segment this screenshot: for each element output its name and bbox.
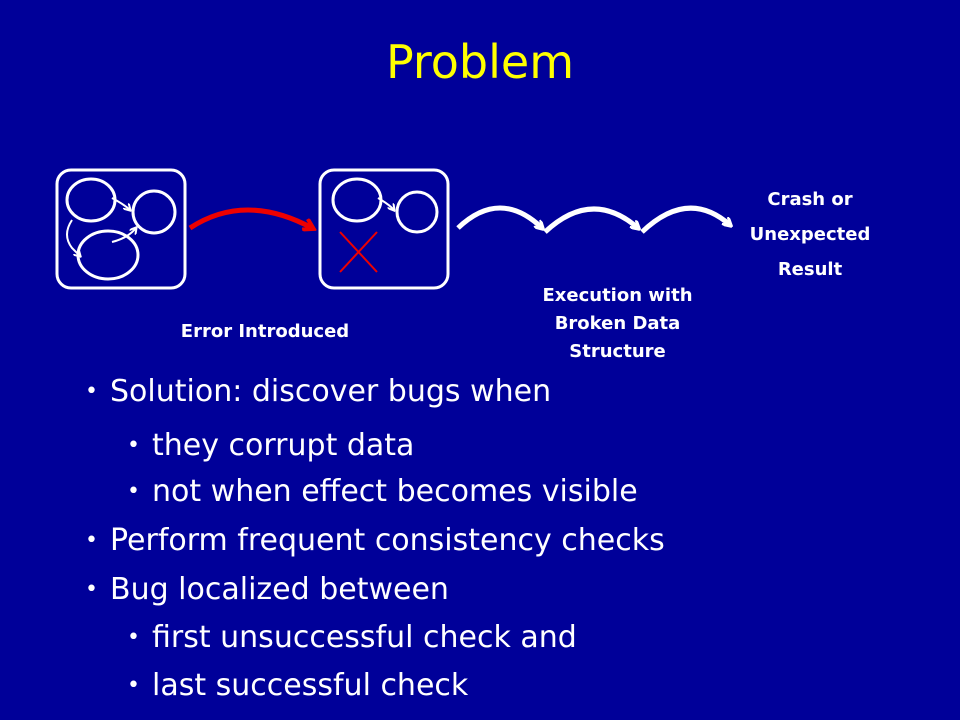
node-circle xyxy=(395,190,439,234)
execution-arrow xyxy=(640,205,730,234)
node-circle xyxy=(76,229,140,281)
link-arrow xyxy=(111,228,136,243)
label-error-introduced: Error Introduced xyxy=(180,321,350,342)
node-circle xyxy=(131,189,177,235)
execution-arrow xyxy=(456,205,542,228)
bullet-item: •first unsuccessful check and xyxy=(127,620,577,655)
bullet-item: •they corrupt data xyxy=(127,428,415,463)
label-result: Crash or Unexpected Result xyxy=(749,189,871,280)
bullet-item: •Bug localized between xyxy=(85,572,449,607)
bullet-item: •last successful check xyxy=(127,668,469,703)
broken-structure-box xyxy=(318,168,450,290)
intact-structure-box xyxy=(55,168,187,290)
error-cross-icon xyxy=(339,231,378,273)
link-arrow xyxy=(377,197,394,210)
link-arrow xyxy=(66,219,80,256)
bullet-item: •Solution: discover bugs when xyxy=(85,374,552,409)
error-arrow xyxy=(188,207,312,228)
link-arrow xyxy=(111,197,130,210)
node-circle xyxy=(331,177,383,223)
node-circle xyxy=(65,177,117,223)
slide-title: Problem xyxy=(385,35,575,89)
bullet-item: •not when effect becomes visible xyxy=(127,474,638,509)
label-execution: Execution with Broken Data Structure xyxy=(542,285,693,362)
bullet-item: •Perform frequent consistency checks xyxy=(85,523,665,558)
execution-arrow xyxy=(543,206,638,234)
